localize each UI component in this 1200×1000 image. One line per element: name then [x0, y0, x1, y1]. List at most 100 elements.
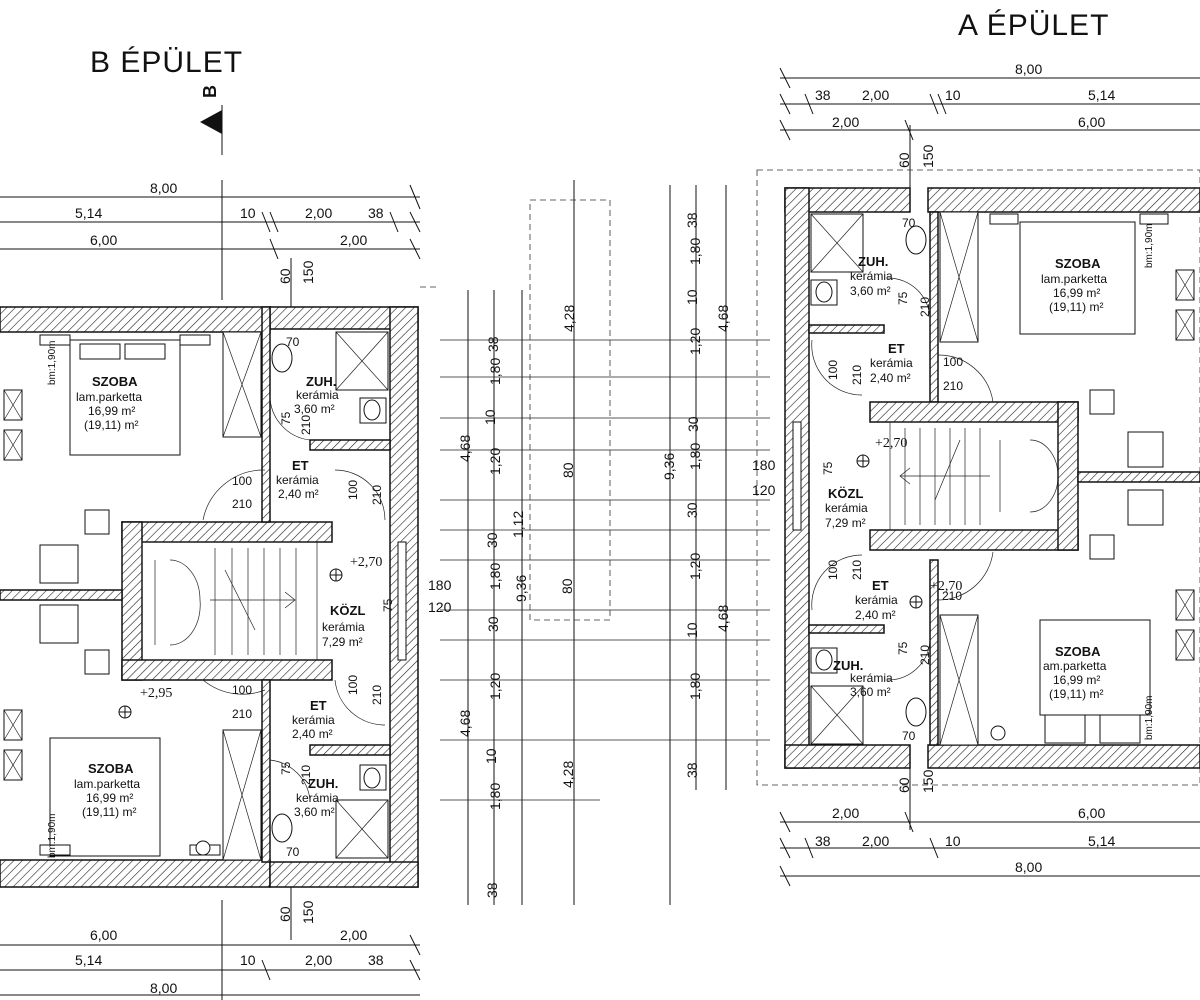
room-name: ZUH. [306, 374, 336, 389]
dim-label: 5,14 [75, 205, 102, 221]
dim-label: 70 [902, 729, 916, 743]
dim-label: 10 [945, 833, 961, 849]
dim-label: 8,00 [1015, 61, 1042, 77]
a-top-dimension-chains: 8,00 38 2,00 10 5,14 2,00 6,00 60 150 [779, 61, 1200, 190]
room-name: SZOBA [1055, 256, 1101, 271]
room-area: 16,99 m² [86, 791, 133, 805]
dim-label: 2,00 [340, 927, 367, 943]
dim-label: 10 [483, 748, 499, 764]
dim-label: 75 [381, 598, 395, 612]
dim-label: 30 [484, 532, 500, 548]
dim-label: 60 [896, 152, 912, 168]
room-area: 16,99 m² [1053, 286, 1100, 300]
dim-label: 150 [920, 769, 936, 793]
a-building-plan: +2,70 +2,70 SZOBA lam.parketta 16,99 m² … [756, 169, 1200, 786]
room-area: 3,60 m² [850, 284, 891, 298]
level-label: +2,70 [930, 579, 962, 594]
dim-label: 9,36 [513, 575, 529, 602]
room-area: 2,40 m² [855, 608, 896, 622]
dim-label: 1,20 [487, 448, 503, 475]
dim-label: 150 [920, 144, 936, 168]
b-building-plan: +2,70 +2,95 SZOBA lam.parketta 16,99 m² … [0, 306, 419, 888]
dim-label: 210 [232, 497, 252, 511]
room-name: ET [310, 698, 327, 713]
room-floor: kerámia [276, 473, 319, 487]
dim-label: 1,80 [687, 673, 703, 700]
dim-label: 120 [752, 482, 776, 498]
dim-label: 4,28 [560, 761, 576, 788]
dim-label: 8,00 [150, 180, 177, 196]
dim-label: 2,00 [862, 87, 889, 103]
dim-label: 100 [346, 675, 360, 695]
dim-label: 38 [485, 336, 501, 352]
room-floor: kerámia [296, 388, 339, 402]
a-room-zuh-bottom: ZUH. kerámia 3,60 m² 70 75 210 [833, 641, 932, 743]
room-name: KÖZL [828, 486, 863, 501]
middle-vertical-dimensions: 4,68 4,68 38 1,80 10 1,20 30 1,80 30 1,2… [420, 180, 776, 905]
building-b-title: B ÉPÜLET [90, 46, 243, 79]
dim-label: 120 [428, 599, 452, 615]
room-area: 16,99 m² [88, 404, 135, 418]
a-room-kozl: KÖZL kerámia 7,29 m² 75 [821, 461, 868, 530]
dim-label: 1,80 [487, 358, 503, 385]
dim-label: 38 [815, 833, 831, 849]
room-floor: lam.parketta [74, 777, 140, 791]
dim-label: 75 [896, 641, 910, 655]
room-floor: lam.parketta [1041, 272, 1107, 286]
room-floor: kerámia [825, 501, 868, 515]
dim-label: 5,14 [1088, 833, 1115, 849]
dim-label: 180 [752, 457, 776, 473]
dim-label: 1,80 [487, 563, 503, 590]
room-floor: kerámia [850, 671, 893, 685]
room-height: bm:1,90m [47, 814, 58, 858]
dim-label: 10 [240, 952, 256, 968]
dim-label: 210 [918, 645, 932, 665]
a-bottom-dimension-chains: 60 150 2,00 6,00 38 2,00 10 5,14 8,00 [779, 768, 1200, 887]
dim-label: 150 [300, 260, 316, 284]
room-name: SZOBA [88, 761, 134, 776]
dim-label: 180 [428, 577, 452, 593]
room-floor: kerámia [292, 713, 335, 727]
room-area: 2,40 m² [292, 727, 333, 741]
room-name: ZUH. [833, 658, 863, 673]
dim-label: 75 [279, 761, 293, 775]
dim-label: 70 [902, 216, 916, 230]
dim-label: 210 [850, 365, 864, 385]
dim-label: 5,14 [1088, 87, 1115, 103]
a-room-et-top: ET kerámia 2,40 m² 100 210 100 210 [826, 341, 963, 393]
dim-label: 38 [684, 212, 700, 228]
dim-label: 1,80 [687, 443, 703, 470]
dim-label: 10 [240, 205, 256, 221]
dim-label: 10 [684, 622, 700, 638]
room-floor: kerámia [870, 356, 913, 370]
room-floor: kerámia [296, 791, 339, 805]
dim-label: 1,20 [487, 673, 503, 700]
b-room-kozl: KÖZL kerámia 7,29 m² 75 [322, 598, 395, 649]
dim-label: 75 [896, 291, 910, 305]
room-name: ET [888, 341, 905, 356]
dim-label: 210 [918, 297, 932, 317]
dim-label: 210 [942, 589, 962, 603]
dim-label: 210 [299, 415, 313, 435]
dim-label: 1,80 [687, 238, 703, 265]
dim-label: 75 [821, 461, 835, 475]
room-floor: lam.parketta [76, 390, 142, 404]
dim-label: 30 [685, 416, 701, 432]
level-marker: +2,70 [856, 436, 907, 468]
b-room-szoba-bottom: SZOBA lam.parketta 16,99 m² (19,11) m² b… [47, 761, 140, 858]
b-room-et-bottom: ET kerámia 2,40 m² 100 210 100 210 [232, 675, 384, 741]
dim-label: 4,68 [715, 305, 731, 332]
dim-label: 2,00 [832, 805, 859, 821]
room-area: 2,40 m² [870, 371, 911, 385]
room-area-gross: (19,11) m² [1049, 300, 1103, 314]
room-area: 7,29 m² [825, 516, 866, 530]
dim-label: 38 [815, 87, 831, 103]
room-name: ET [292, 458, 309, 473]
dim-label: 210 [943, 379, 963, 393]
dim-label: 80 [559, 578, 575, 594]
b-bottom-dimension-chains: 60 150 6,00 2,00 5,14 10 2,00 38 8,00 [0, 887, 421, 1000]
room-name: ZUH. [308, 776, 338, 791]
dim-label: 4,28 [561, 305, 577, 332]
dim-label: 9,36 [661, 453, 677, 480]
